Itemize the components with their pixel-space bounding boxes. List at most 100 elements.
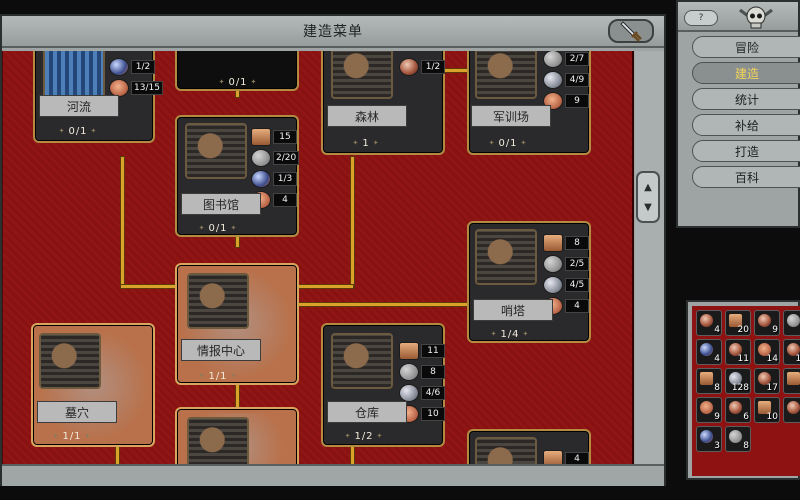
building-requirements: 15 2/20 1/3 4: [251, 127, 300, 210]
resource-inventory-panel: 42095411141381281789610938: [686, 300, 800, 480]
wood-icon: [757, 400, 772, 415]
inventory-count: 11: [737, 354, 749, 364]
building-name: 哨塔: [473, 299, 553, 321]
building-name: 仓库: [327, 401, 407, 423]
inventory-slot[interactable]: 3: [696, 426, 722, 452]
building-card-intel[interactable]: 情报中心 1/1: [175, 263, 299, 385]
scrollbar-track[interactable]: [635, 51, 664, 464]
requirement-row: 2/5: [543, 254, 589, 274]
help-button[interactable]: ?: [684, 10, 718, 26]
orbr-icon: [757, 371, 772, 386]
wood-icon: [399, 342, 419, 360]
menu-item-encyclopedia[interactable]: 百科: [692, 166, 800, 188]
inventory-slot[interactable]: 17: [754, 368, 780, 394]
building-requirements: 4: [543, 449, 589, 464]
building-count: 0/1: [45, 124, 111, 138]
requirement-row: 1/2: [109, 57, 163, 77]
crypt-portrait: [39, 333, 101, 389]
connector-path: [351, 447, 354, 464]
requirement-row: 15: [251, 127, 299, 147]
connector-path: [121, 285, 177, 288]
building-name: 军训场: [471, 105, 551, 127]
building-card-forest[interactable]: 1/2 森林 1: [321, 51, 445, 155]
building-name: 墓穴: [37, 401, 117, 423]
inventory-slot[interactable]: 9: [696, 397, 722, 423]
inventory-count: 128: [731, 383, 749, 393]
requirement-row: 13/15: [109, 78, 163, 98]
food-icon: [109, 79, 129, 97]
building-card-watchtower[interactable]: 8 2/5 4/5 4 哨塔 1/4: [467, 221, 591, 343]
orbr-icon: [699, 313, 714, 328]
inventory-count: 3: [714, 441, 720, 451]
inventory-slot[interactable]: 8: [696, 368, 722, 394]
orb-icon: [699, 429, 714, 444]
requirement-row: 1/2: [399, 57, 445, 77]
metal-icon: [543, 276, 563, 294]
building-card-library[interactable]: 15 2/20 1/3 4 图书馆 0/1: [175, 115, 300, 237]
inventory-slot[interactable]: 5: [783, 310, 800, 336]
requirement-row: 1/3: [251, 169, 299, 189]
menu-item-build[interactable]: 建造: [692, 62, 800, 84]
connector-path: [297, 303, 469, 306]
watchtower-portrait: [475, 229, 537, 285]
requirement-value: 8: [421, 365, 445, 379]
building-count: 1/1: [185, 369, 251, 383]
chevron-down-icon[interactable]: ▼: [644, 201, 652, 213]
inventory-slot[interactable]: 128: [725, 368, 751, 394]
requirement-value: 4/9: [565, 73, 589, 87]
building-card-warehouse[interactable]: 11 8 4/6 10 仓库 1/2: [321, 323, 445, 447]
menu-item-adventure[interactable]: 冒险: [692, 36, 800, 58]
building-count: 1/1: [39, 429, 105, 443]
inventory-slot[interactable]: 6: [725, 397, 751, 423]
building-card-bottom-center[interactable]: [175, 407, 299, 464]
building-name: 河流: [39, 95, 119, 117]
requirement-value: 4/5: [565, 278, 589, 292]
building-map[interactable]: 1/2 13/15 河流 0/1 0/1 1/2 森林 1 2/7 4/9 9: [2, 51, 634, 464]
warehouse-portrait: [331, 333, 393, 389]
inventory-slot[interactable]: 8: [725, 426, 751, 452]
menu-item-stats[interactable]: 统计: [692, 88, 800, 110]
menu-item-supply[interactable]: 补给: [692, 114, 800, 136]
chevron-up-icon[interactable]: ▲: [644, 181, 652, 193]
inventory-slot[interactable]: 9: [783, 397, 800, 423]
building-requirements: 2/7 4/9 9: [543, 51, 589, 111]
orb-icon: [251, 170, 271, 188]
building-card-top-center[interactable]: 0/1: [175, 51, 299, 91]
orbr-icon: [786, 342, 800, 357]
inventory-slot[interactable]: 9: [754, 310, 780, 336]
help-label: ?: [698, 13, 704, 23]
scroll-buttons[interactable]: ▲ ▼: [636, 171, 660, 223]
building-count: 1/2: [331, 429, 397, 443]
building-requirements: 8 2/5 4/5 4: [543, 233, 589, 316]
inventory-slot[interactable]: 4: [696, 310, 722, 336]
connector-path: [445, 69, 467, 72]
build-menu-window: 建造菜单 1/2 13/15 河流 0/1: [0, 14, 666, 486]
inventory-count: 20: [737, 325, 749, 335]
building-card-bottom-right[interactable]: 4: [467, 429, 591, 464]
metal-icon: [543, 71, 563, 89]
inventory-slot[interactable]: 13: [783, 339, 800, 365]
requirement-value: 2/20: [273, 151, 300, 165]
orb-icon: [699, 342, 714, 357]
building-name: 森林: [327, 105, 407, 127]
requirement-row: 4/9: [543, 70, 589, 90]
inventory-slot[interactable]: 8: [783, 368, 800, 394]
inventory-slot[interactable]: 14: [754, 339, 780, 365]
close-button[interactable]: [608, 19, 654, 43]
barracks-portrait: [475, 51, 537, 99]
building-count: 0/1: [475, 136, 541, 150]
menu-item-craft[interactable]: 打造: [692, 140, 800, 162]
inventory-count: 6: [743, 412, 749, 422]
inventory-slot[interactable]: 4: [696, 339, 722, 365]
requirement-value: 8: [565, 236, 589, 250]
panel-gap: [676, 228, 800, 298]
inventory-slot[interactable]: 10: [754, 397, 780, 423]
orbr-icon: [728, 342, 743, 357]
requirement-row: 11: [399, 341, 445, 361]
building-card-river[interactable]: 1/2 13/15 河流 0/1: [33, 51, 163, 143]
inventory-slot[interactable]: 20: [725, 310, 751, 336]
building-card-crypt[interactable]: 墓穴 1/1: [31, 323, 155, 447]
side-panel-header: ?: [678, 2, 798, 32]
building-card-barracks[interactable]: 2/7 4/9 9 军训场 0/1: [467, 51, 591, 155]
inventory-slot[interactable]: 11: [725, 339, 751, 365]
